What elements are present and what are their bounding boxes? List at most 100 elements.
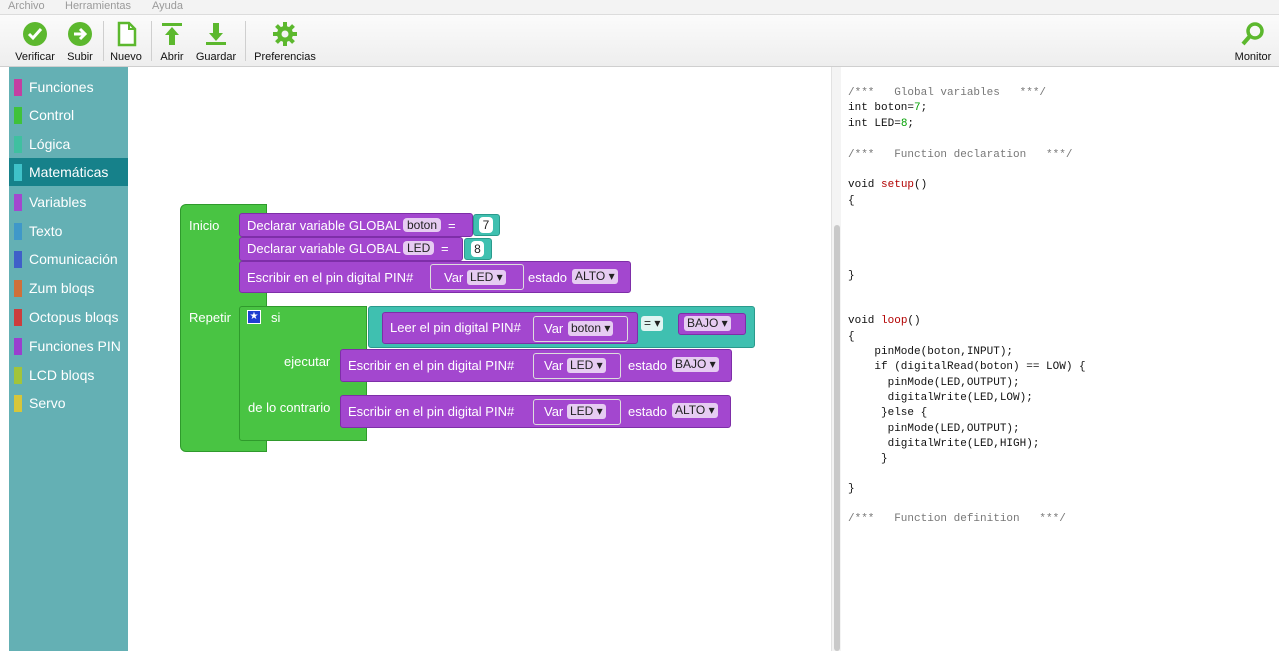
category-comunicacion[interactable]: Comunicación — [9, 245, 128, 273]
ejecutar-label: ejecutar — [284, 354, 331, 369]
blocks-workspace[interactable]: Inicio Repetir Declarar variable GLOBAL … — [128, 67, 831, 651]
category-zum-bloqs[interactable]: Zum bloqs — [9, 274, 128, 302]
category-variables[interactable]: Variables — [9, 188, 128, 216]
code-line: { — [848, 195, 855, 207]
si-label: si — [271, 310, 281, 325]
category-servo[interactable]: Servo — [9, 389, 128, 417]
variable-dropdown[interactable]: LED ▾ — [567, 404, 606, 419]
var-label: Var — [544, 358, 564, 373]
category-label: Lógica — [29, 136, 71, 152]
subir-button[interactable]: Subir — [62, 15, 98, 67]
guardar-button[interactable]: Guardar — [193, 15, 239, 67]
declare-label: Declarar variable GLOBAL — [247, 241, 401, 256]
category-label: Comunicación — [29, 251, 118, 267]
declare-label: Declarar variable GLOBAL — [247, 218, 401, 233]
category-label: Texto — [29, 223, 63, 239]
category-color-swatch — [14, 280, 22, 297]
category-color-swatch — [14, 164, 22, 181]
state-dropdown[interactable]: BAJO ▾ — [672, 357, 719, 372]
category-texto[interactable]: Texto — [9, 217, 128, 245]
category-funciones[interactable]: Funciones — [9, 73, 128, 101]
category-funciones-pin[interactable]: Funciones PIN — [9, 332, 128, 360]
var-label: Var — [544, 404, 564, 419]
category-lcd-bloqs[interactable]: LCD bloqs — [9, 361, 128, 389]
code-line: } — [848, 453, 888, 465]
code-line: int LED=8; — [848, 118, 915, 130]
code-line: } — [848, 270, 855, 282]
workspace-scrollbar[interactable] — [831, 67, 841, 651]
monitor-button[interactable]: Monitor — [1231, 15, 1275, 67]
variable-dropdown[interactable]: boton ▾ — [568, 321, 614, 336]
category-color-swatch — [14, 309, 22, 326]
category-logica[interactable]: Lógica — [9, 130, 128, 158]
category-label: Control — [29, 107, 75, 123]
new-file-icon — [117, 21, 137, 47]
magnifier-icon — [1241, 22, 1264, 46]
number-field[interactable]: 8 — [471, 241, 484, 257]
else-label: de lo contrario — [248, 400, 331, 415]
inicio-label: Inicio — [189, 218, 220, 233]
code-panel: /*** Global variables ***/ int boton=7; … — [842, 67, 1279, 651]
category-label: Servo — [29, 395, 66, 411]
variable-dropdown[interactable]: LED ▾ — [567, 358, 606, 373]
preferencias-label: Preferencias — [254, 51, 316, 63]
menu-ayuda[interactable]: Ayuda — [152, 0, 183, 12]
category-label: Matemáticas — [29, 164, 109, 180]
category-label: Zum bloqs — [29, 280, 95, 296]
category-color-swatch — [14, 136, 22, 153]
category-color-swatch — [14, 223, 22, 240]
var-label: Var — [544, 321, 564, 336]
preferencias-button[interactable]: Preferencias — [251, 15, 319, 67]
code-line: } — [848, 483, 855, 495]
code-comment: /*** Function declaration ***/ — [848, 149, 1073, 161]
star-icon[interactable]: ★ — [247, 310, 261, 324]
code-line: digitalWrite(LED,LOW); — [848, 392, 1033, 404]
digital-write-label: Escribir en el pin digital PIN# — [348, 358, 515, 373]
estado-label: estado — [628, 358, 668, 373]
category-label: Octopus bloqs — [29, 309, 119, 325]
download-icon — [206, 23, 226, 45]
guardar-label: Guardar — [195, 51, 237, 63]
subir-label: Subir — [67, 51, 93, 63]
gear-icon — [273, 22, 297, 46]
code-line: if (digitalRead(boton) == LOW) { — [848, 361, 1086, 373]
state-dropdown[interactable]: BAJO ▾ — [684, 316, 731, 331]
number-field[interactable]: 7 — [479, 217, 493, 233]
abrir-button[interactable]: Abrir — [155, 15, 189, 67]
toolbar-separator — [103, 21, 104, 61]
estado-label: estado — [628, 404, 668, 419]
state-dropdown[interactable]: ALTO ▾ — [672, 403, 718, 418]
digital-read-label: Leer el pin digital PIN# — [390, 320, 521, 335]
category-color-swatch — [14, 107, 22, 124]
code-line: pinMode(LED,OUTPUT); — [848, 377, 1020, 389]
category-matematicas[interactable]: Matemáticas — [9, 158, 128, 186]
category-control[interactable]: Control — [9, 101, 128, 129]
scrollbar-thumb[interactable] — [834, 225, 840, 651]
digital-write-label: Escribir en el pin digital PIN# — [247, 270, 414, 285]
category-label: Funciones PIN — [29, 338, 121, 354]
code-line: pinMode(boton,INPUT); — [848, 346, 1014, 358]
category-label: Funciones — [29, 79, 94, 95]
code-line: void loop() — [848, 315, 921, 327]
category-octopus-bloqs[interactable]: Octopus bloqs — [9, 303, 128, 331]
nuevo-button[interactable]: Nuevo — [107, 15, 145, 67]
verificar-button[interactable]: Verificar — [12, 15, 58, 67]
menu-herramientas[interactable]: Herramientas — [65, 0, 132, 12]
state-dropdown[interactable]: ALTO ▾ — [572, 269, 618, 284]
variable-dropdown[interactable]: LED ▾ — [467, 270, 506, 285]
variable-name-field[interactable]: boton — [403, 218, 442, 232]
nuevo-label: Nuevo — [110, 51, 142, 63]
code-line: void setup() — [848, 179, 928, 191]
operator-dropdown[interactable]: = ▾ — [641, 316, 664, 331]
estado-label: estado — [528, 270, 568, 285]
menu-archivo[interactable]: Archivo — [8, 0, 45, 12]
variable-name-field[interactable]: LED — [403, 241, 435, 255]
code-line: digitalWrite(LED,HIGH); — [848, 438, 1040, 450]
code-comment: /*** Global variables ***/ — [848, 87, 1047, 99]
code-line: int boton=7; — [848, 102, 928, 114]
category-label: LCD bloqs — [29, 367, 95, 383]
monitor-label: Monitor — [1234, 51, 1272, 63]
category-color-swatch — [14, 79, 22, 96]
menu-bar: Archivo Herramientas Ayuda — [0, 0, 1279, 15]
category-color-swatch — [14, 251, 22, 268]
